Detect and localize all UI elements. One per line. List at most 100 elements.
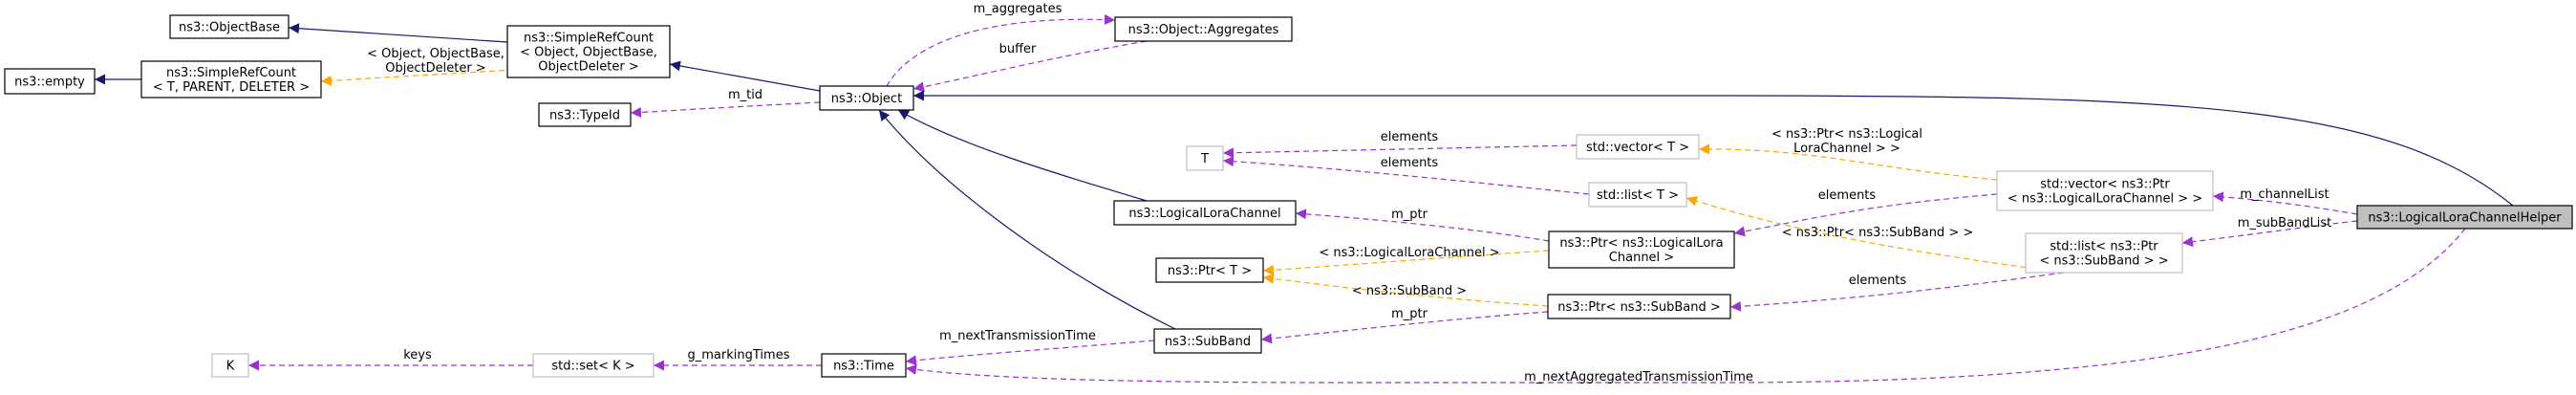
edge-label: < ns3::Ptr< ns3::SubBand > > [1782, 226, 1974, 240]
edge-label: m_channelList [2240, 187, 2329, 202]
class-node-typeid[interactable]: ns3::TypeId [538, 102, 632, 127]
edge-e7: m_tid [630, 88, 821, 118]
class-node-vector-t: std::vector< T > [1576, 134, 1700, 160]
class-node-simplerefcount[interactable]: ns3::SimpleRefCount< Object, ObjectBase,… [506, 25, 671, 78]
edge-e12: g_markingTimes [654, 348, 822, 371]
edge-label: < Object, ObjectBase, [367, 47, 504, 61]
class-node-logicalchannel[interactable]: ns3::LogicalLoraChannel [1113, 200, 1297, 226]
edge-e11: keys [248, 348, 533, 371]
edge-e15: elements [1222, 130, 1578, 159]
edge-line [1222, 156, 1590, 195]
node-box [1186, 145, 1224, 171]
edge-e5: m_aggregates [886, 2, 1116, 87]
node-label: ns3::LogicalLoraChannel [1128, 207, 1280, 221]
edge-e19: m_ptr [1295, 208, 1550, 242]
edge-label: < ns3::Ptr< ns3::Logical [1771, 127, 1922, 142]
edge-line [1685, 196, 2065, 274]
edge-line [878, 109, 1176, 330]
class-node-empty[interactable]: ns3::empty [4, 68, 96, 95]
edge-label: m_nextAggregatedTransmissionTime [1524, 370, 1753, 384]
edge-e3: < Object, ObjectBase,ObjectDeleter > [320, 47, 515, 86]
edge-line [1262, 273, 1549, 307]
class-node-ptr-t[interactable]: ns3::Ptr< T > [1155, 257, 1264, 283]
edge-label: ObjectDeleter > [385, 61, 485, 76]
node-box [1155, 257, 1264, 283]
edge-line [886, 14, 1116, 87]
node-box [1576, 134, 1700, 160]
node-label: std::set< K > [551, 360, 634, 374]
node-label: ns3::LogicalLoraChannelHelper [2368, 211, 2562, 226]
node-box [1996, 170, 2214, 211]
edge-label: m_aggregates [974, 2, 1063, 16]
edge-line [2181, 220, 2358, 248]
class-node-objectbase[interactable]: ns3::ObjectBase [169, 14, 290, 39]
node-label: T [1200, 152, 1209, 166]
node-label: ns3::Time [833, 360, 894, 374]
node-box [1113, 200, 1297, 226]
edge-line [912, 40, 1148, 93]
edge-e26: m_subBandList [2181, 216, 2358, 248]
edge-line [630, 101, 821, 118]
node-label: ns3::Ptr< T > [1168, 264, 1252, 278]
edge-line [1222, 144, 1578, 159]
class-node-object[interactable]: ns3::Object [819, 85, 914, 111]
node-label: ns3::Ptr< ns3::LogicalLora [1559, 236, 1723, 251]
class-node-time[interactable]: ns3::Time [821, 353, 907, 378]
edge-e2 [288, 23, 508, 43]
node-label: std::list< T > [1597, 188, 1679, 203]
edge-line [905, 340, 1155, 366]
edge-e14: m_nextAggregatedTransmissionTime [905, 228, 2466, 384]
class-node-aggregates[interactable]: ns3::Object::Aggregates [1114, 16, 1293, 42]
edge-label: elements [1849, 274, 1907, 288]
edge-e17: < ns3::Ptr< ns3::LogicalLoraChannel > > [1698, 127, 1998, 181]
node-box [538, 102, 632, 127]
edge-e4 [669, 60, 821, 92]
node-box [506, 25, 671, 78]
node-label: ns3::SimpleRefCount [524, 32, 654, 46]
edge-e24: elements [1729, 272, 2065, 312]
edge-label: < ns3::SubBand > [1352, 284, 1467, 298]
node-label: ns3::SimpleRefCount [166, 66, 296, 80]
edge-label: elements [1818, 188, 1877, 203]
node-label: ns3::TypeId [549, 109, 620, 123]
edge-label: LoraChannel > > [1793, 142, 1900, 156]
node-label: ns3::Object [831, 92, 902, 106]
node-label: ns3::Object::Aggregates [1128, 23, 1279, 37]
node-label: Channel > [1609, 251, 1674, 265]
edge-label: m_ptr [1391, 307, 1428, 321]
node-box [4, 68, 96, 95]
class-node-ptr-logical[interactable]: ns3::Ptr< ns3::LogicalLoraChannel > [1548, 230, 1735, 269]
edge-label: elements [1381, 156, 1439, 170]
node-label: ns3::ObjectBase [179, 21, 280, 35]
edge-line [1729, 272, 2065, 312]
node-box [140, 60, 322, 99]
node-label: ObjectDeleter > [538, 60, 638, 75]
node-label: ns3::SubBand [1165, 335, 1251, 349]
edge-line [669, 60, 821, 92]
node-box [1114, 16, 1293, 42]
node-label: std::list< ns3::Ptr [2050, 240, 2158, 254]
class-node-simplerefcount-tpl[interactable]: ns3::SimpleRefCount< T, PARENT, DELETER … [140, 60, 322, 99]
edge-line [1260, 311, 1549, 344]
node-label: < ns3::SubBand > > [2039, 254, 2168, 269]
edge-e9 [878, 109, 1176, 330]
class-node-helper[interactable]: ns3::LogicalLoraChannelHelper [2356, 205, 2573, 230]
class-node-subband[interactable]: ns3::SubBand [1153, 328, 1262, 354]
edge-e20: < ns3::LogicalLoraChannel > [1262, 246, 1550, 275]
edge-e6: buffer [912, 40, 1148, 93]
node-box [2356, 205, 2573, 230]
node-label: ns3::empty [14, 76, 85, 90]
edge-label: m_tid [728, 88, 762, 102]
node-box [821, 353, 907, 378]
class-node-ptr-subband[interactable]: ns3::Ptr< ns3::SubBand > [1547, 294, 1731, 319]
edge-e8 [897, 109, 1148, 202]
edge-e25: m_channelList [2212, 187, 2358, 215]
class-node-list-t: std::list< T > [1588, 182, 1687, 208]
edge-label: elements [1381, 130, 1439, 144]
node-box [211, 353, 249, 378]
edge-e18: < ns3::Ptr< ns3::SubBand > > [1685, 196, 2065, 274]
edge-label: keys [403, 348, 432, 362]
edge-line [2212, 191, 2358, 215]
node-label: < ns3::LogicalLoraChannel > > [2007, 192, 2202, 207]
